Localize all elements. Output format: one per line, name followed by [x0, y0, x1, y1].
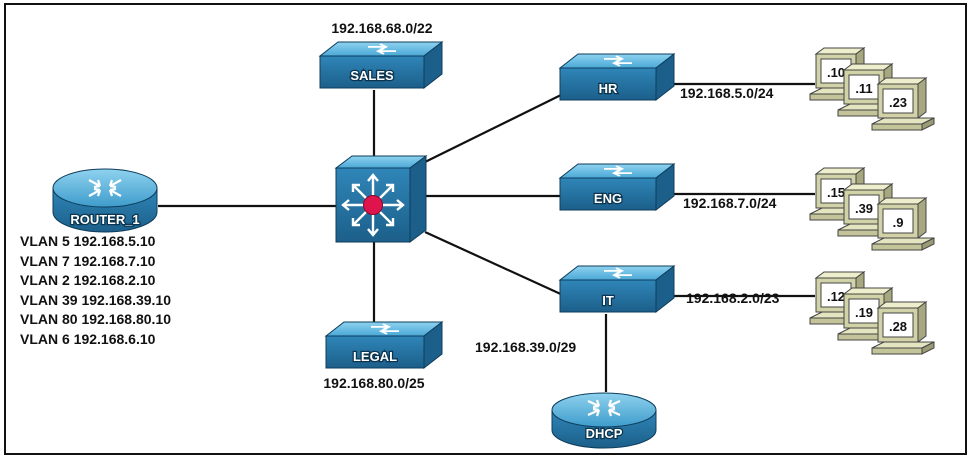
- host-label: .15: [827, 185, 845, 200]
- diagram-border: [4, 3, 967, 455]
- links: [158, 82, 815, 392]
- vlan-entry: VLAN 5 192.168.5.10: [20, 233, 156, 249]
- it-subnet-label: 192.168.2.0/23: [686, 290, 780, 306]
- router-label: ROUTER_1: [70, 212, 139, 227]
- hr-hosts: .10 .11 .23: [809, 47, 935, 131]
- eng-switch-icon[interactable]: ENG: [558, 162, 676, 212]
- pc-icon[interactable]: .9: [871, 197, 935, 251]
- it-hosts: .12 .19 .28: [809, 271, 935, 355]
- router-icon[interactable]: ROUTER_1: [52, 168, 158, 233]
- dhcp-router-icon[interactable]: DHCP: [551, 392, 657, 449]
- sales-switch-icon[interactable]: SALES: [318, 40, 444, 90]
- pc-icon[interactable]: .11: [837, 63, 901, 117]
- host-label: .10: [827, 65, 845, 80]
- eng-hosts: .15 .39 .9: [809, 167, 935, 251]
- hr-subnet-label: 192.168.5.0/24: [680, 85, 774, 101]
- legal-subnet-label: 192.168.80.0/25: [323, 375, 424, 391]
- pc-icon[interactable]: .12: [809, 271, 873, 325]
- host-label: .11: [855, 81, 872, 96]
- vlan-entry: VLAN 6 192.168.6.10: [20, 330, 156, 347]
- link-core-hr: [424, 92, 566, 163]
- host-label: .9: [893, 215, 904, 230]
- legal-label: LEGAL: [353, 349, 397, 364]
- pc-icon[interactable]: .28: [871, 301, 935, 355]
- host-label: .23: [889, 95, 907, 110]
- host-label: .28: [889, 319, 907, 334]
- core-center-dot: [363, 195, 383, 215]
- hr-switch-icon[interactable]: HR: [558, 52, 676, 102]
- eng-label: ENG: [594, 191, 622, 206]
- host-label: .12: [827, 289, 845, 304]
- legal-switch-icon[interactable]: LEGAL: [324, 320, 444, 370]
- hr-label: HR: [599, 81, 618, 96]
- host-label: .39: [855, 201, 873, 216]
- vlan-entry: VLAN 39 192.168.39.10: [20, 291, 171, 308]
- pc-icon[interactable]: .39: [837, 183, 901, 237]
- pc-icon[interactable]: .15: [809, 167, 873, 221]
- pc-icon[interactable]: .19: [837, 287, 901, 341]
- core-switch-icon[interactable]: [334, 155, 428, 243]
- router-vlan-list: VLAN 5 192.168.5.10 VLAN 7 192.168.7.10 …: [20, 232, 171, 349]
- dhcp-label: DHCP: [586, 426, 623, 441]
- it-label: IT: [602, 293, 614, 308]
- vlan-entry: VLAN 7 192.168.7.10: [20, 252, 156, 269]
- sales-subnet-label: 192.168.68.0/22: [331, 20, 432, 36]
- it-switch-icon[interactable]: IT: [558, 264, 676, 314]
- eng-subnet-label: 192.168.7.0/24: [683, 195, 777, 211]
- vlan-entry: VLAN 2 192.168.2.10: [20, 272, 156, 288]
- vlan-entry: VLAN 80 192.168.80.10: [20, 311, 171, 327]
- pc-icon[interactable]: .10: [809, 47, 873, 101]
- link-core-it: [424, 230, 566, 298]
- host-label: .19: [855, 305, 873, 320]
- pc-icon[interactable]: .23: [871, 77, 935, 131]
- dhcp-subnet-label: 192.168.39.0/29: [475, 339, 576, 355]
- sales-label: SALES: [350, 68, 394, 83]
